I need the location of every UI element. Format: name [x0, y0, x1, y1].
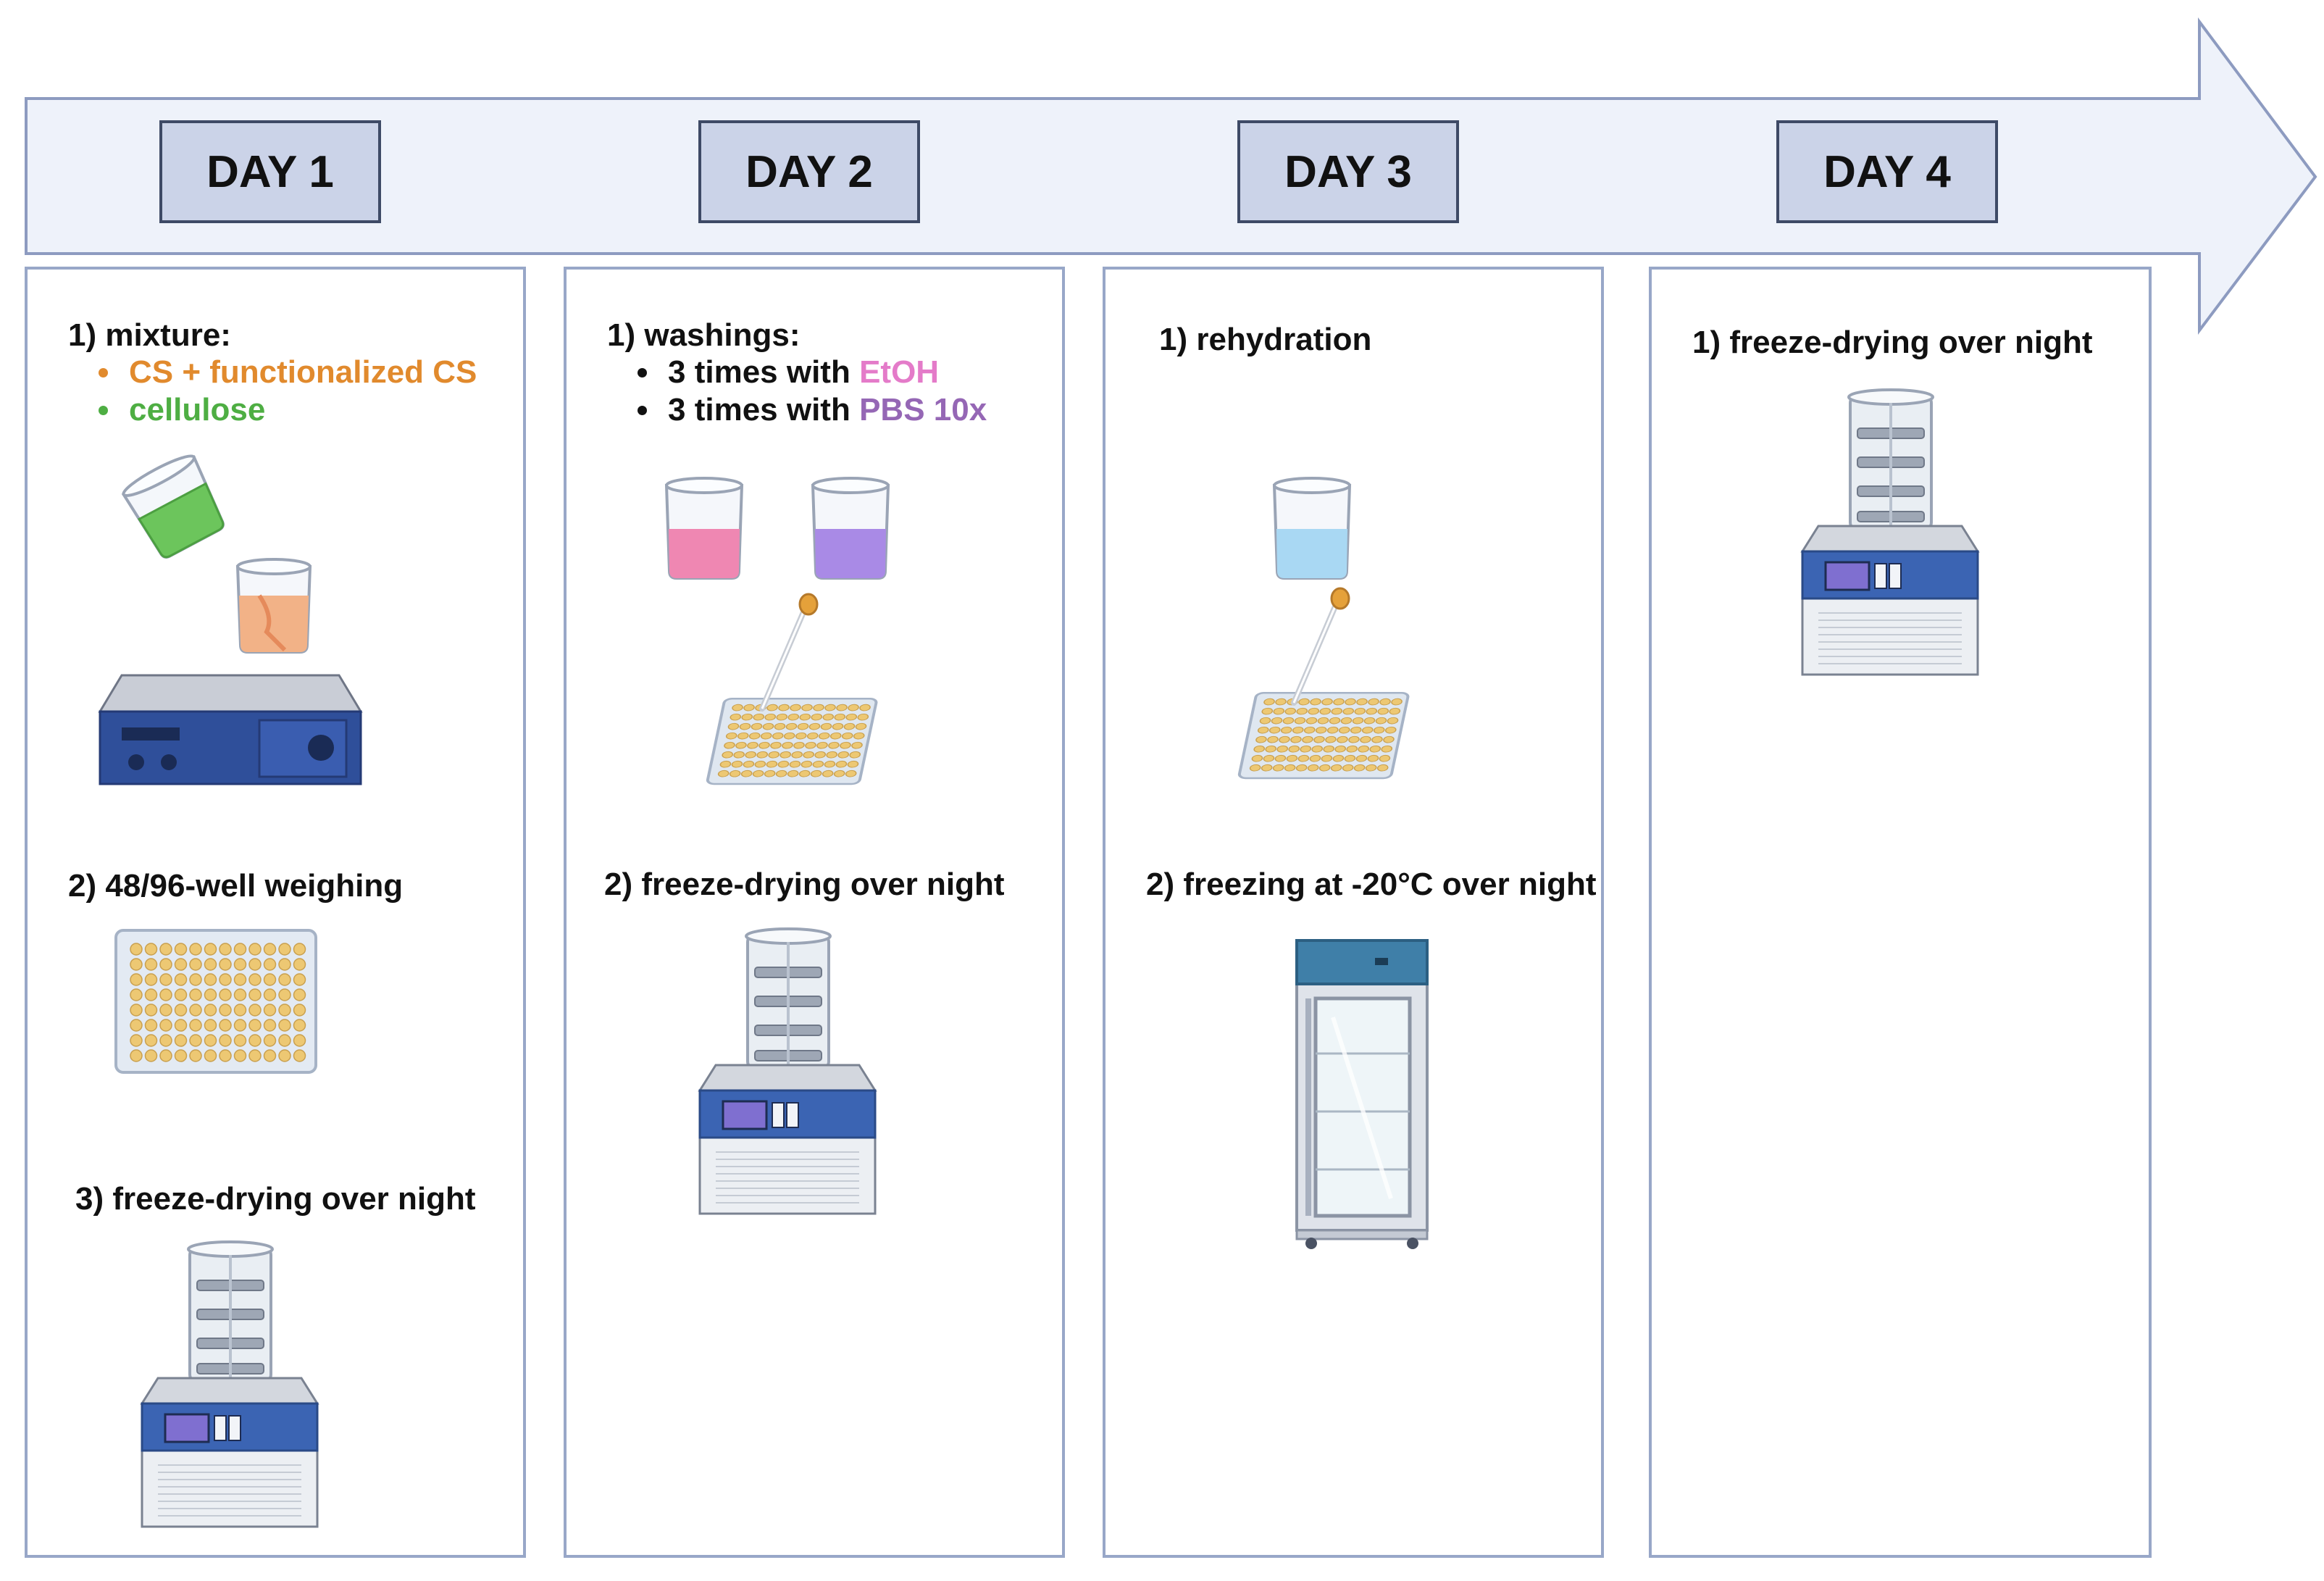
wash-ethanol: 3 times with EtOH [630, 354, 987, 391]
mixture-item-cellulose: cellulose [91, 391, 477, 429]
day-2-label: DAY 2 [698, 120, 920, 223]
well-plate-icon [114, 929, 317, 1074]
wash-pbs: 3 times with PBS 10x [630, 391, 987, 429]
weighing-step: 2) 48/96-well weighing [68, 868, 404, 904]
day-1-label: DAY 1 [159, 120, 381, 223]
ethanol-label: EtOH [859, 354, 940, 390]
hot-plate-stirrer-icon [98, 454, 363, 785]
day-3-label: DAY 3 [1237, 120, 1459, 223]
freeze-drying-step-day2: 2) freeze-drying over night [604, 867, 1005, 902]
pipette-icon [1237, 587, 1410, 780]
mixture-title: 1) mixture: [68, 317, 231, 353]
pbs-label: PBS 10x [859, 392, 987, 427]
freezing-step: 2) freezing at -20°C over night [1146, 867, 1597, 902]
freezer-icon [1295, 939, 1429, 1249]
day-3-panel: 1) rehydration 2) freezing at -20°C over… [1103, 267, 1604, 1558]
rehydration-step: 1) rehydration [1159, 322, 1372, 357]
day-4-panel: 1) freeze-drying over night [1649, 267, 2152, 1558]
mixture-list: CS + functionalized CS cellulose [91, 354, 477, 429]
day-1-panel: 1) mixture: CS + functionalized CS cellu… [25, 267, 526, 1558]
beaker-icon [1272, 477, 1352, 580]
freeze-drying-step-day1: 3) freeze-drying over night [75, 1181, 476, 1217]
day-2-panel: 1) washings: 3 times with EtOH 3 times w… [564, 267, 1065, 1558]
washings-title: 1) washings: [607, 317, 801, 353]
freeze-dryer-icon [698, 927, 877, 1215]
timeline-arrow [25, 17, 2317, 335]
freeze-dryer-icon [140, 1240, 319, 1528]
washings-list: 3 times with EtOH 3 times with PBS 10x [630, 354, 987, 429]
freeze-dryer-icon [1800, 388, 1980, 676]
mixture-item-cs: CS + functionalized CS [91, 354, 477, 391]
day-4-label: DAY 4 [1776, 120, 1998, 223]
pipette-icon [706, 593, 878, 785]
freeze-drying-step-day4: 1) freeze-drying over night [1692, 325, 2093, 360]
beaker-icon [664, 477, 890, 580]
